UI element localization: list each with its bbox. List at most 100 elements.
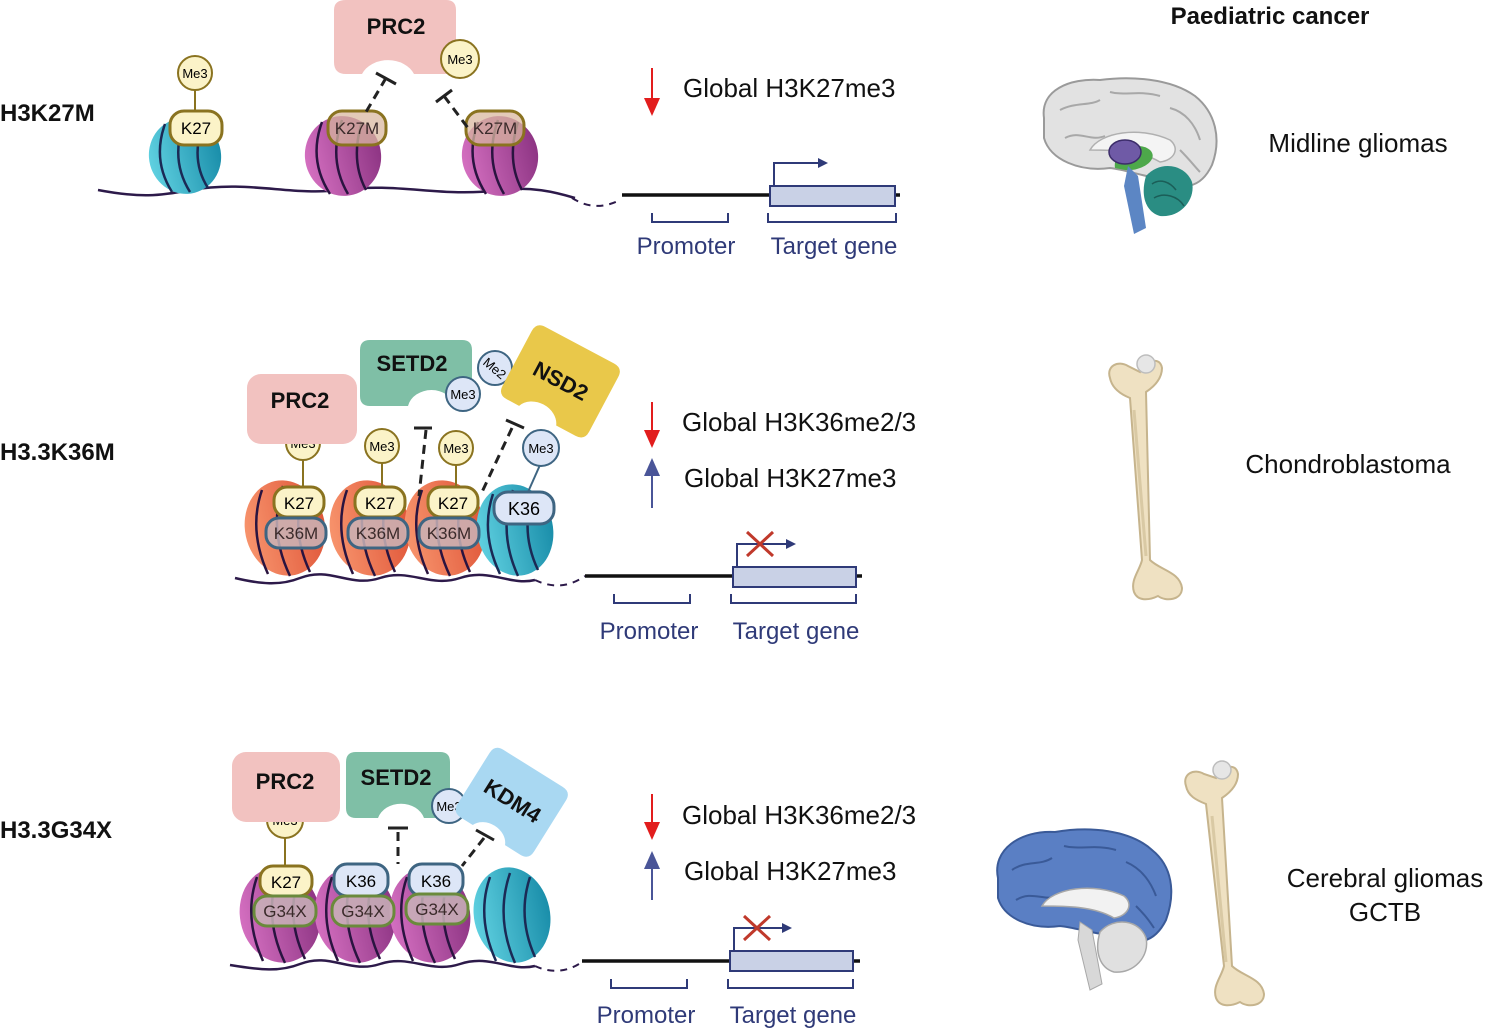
residue-label: K36	[421, 872, 451, 891]
gene-bracket	[727, 979, 854, 989]
effect-text: Global H3K27me3	[684, 463, 896, 493]
cancer-name: Cerebral gliomas	[1287, 863, 1484, 893]
inhibition-line	[364, 77, 388, 113]
residue-box	[326, 109, 388, 147]
target-gene-label: Target gene	[733, 618, 860, 645]
inhibition-line	[417, 429, 428, 497]
residue-label: K27	[438, 494, 468, 513]
residue-box	[346, 516, 410, 550]
residue-box	[464, 109, 526, 147]
row-h3k27m: H3K27M Me3 K27 K27M K27M PRC2	[0, 0, 1448, 260]
residue-label: K36M	[274, 524, 318, 543]
residue-box	[404, 892, 470, 926]
setd2-enzyme	[346, 752, 450, 818]
effect-text: Global H3K36me2/3	[682, 407, 916, 437]
effect-down-arrow	[644, 402, 660, 448]
tss-arrow	[733, 923, 792, 951]
prc2-enzyme	[247, 374, 357, 444]
dna-dashed	[534, 961, 583, 972]
nucleosome	[473, 867, 551, 964]
me3-label: Me3	[369, 439, 394, 454]
residue-box	[264, 516, 328, 550]
tss-arrow	[736, 539, 796, 567]
gene-bracket	[767, 213, 897, 223]
residue-box	[417, 516, 481, 550]
cancer-name: GCTB	[1349, 897, 1421, 927]
setd2-enzyme	[360, 340, 472, 406]
me3-label: Me3	[436, 799, 461, 814]
residue-label: K36M	[356, 524, 400, 543]
target-gene-box	[769, 185, 896, 207]
brain-midline-illustration	[1042, 77, 1218, 234]
residue-label: K27M	[335, 119, 379, 138]
femur-illustration	[1108, 354, 1184, 601]
row-h33k36m: H3.3K36M K27 K27 K27 K36M	[0, 325, 1451, 645]
row-label: H3.3K36M	[0, 439, 115, 466]
residue-label: K27	[365, 494, 395, 513]
me3-label: Me3	[528, 441, 553, 456]
me3-label: Me3	[182, 66, 207, 81]
enzyme-label: SETD2	[361, 765, 432, 790]
enzyme-label: PRC2	[271, 388, 330, 413]
dna-dashed	[534, 575, 586, 587]
residue-label: K27M	[473, 119, 517, 138]
target-gene-label: Target gene	[771, 233, 898, 260]
effect-text: Global H3K27me3	[684, 856, 896, 886]
effect-down-arrow	[644, 794, 660, 840]
inhibition-line	[480, 427, 514, 493]
residue-label: G34X	[263, 902, 306, 921]
repression-cross-icon	[745, 530, 775, 558]
me3-mark	[438, 430, 474, 466]
cancer-name: Chondroblastoma	[1245, 449, 1451, 479]
prc2-enzyme	[334, 0, 456, 74]
residue-label: K36M	[427, 524, 471, 543]
enzyme-label: PRC2	[256, 769, 315, 794]
promoter-bracket	[613, 594, 691, 604]
dna-strand	[234, 573, 536, 585]
kdm4-enzyme: KDM4	[455, 747, 568, 857]
effect-up-arrow	[644, 851, 660, 900]
dna-dashed	[571, 197, 621, 207]
residue-box	[492, 490, 556, 526]
promoter-bracket	[651, 213, 729, 223]
residue-label: K27	[284, 494, 314, 513]
effect-down-arrow	[644, 68, 660, 116]
target-gene-label: Target gene	[730, 1002, 857, 1029]
residue-label: K27	[271, 873, 301, 892]
me3-mark	[440, 39, 480, 79]
residue-box	[168, 109, 224, 147]
residue-label: G34X	[341, 902, 384, 921]
me3-label: Me3	[443, 441, 468, 456]
residue-label: K27	[181, 119, 211, 138]
promoter-label: Promoter	[600, 618, 699, 645]
target-gene-box	[729, 950, 854, 972]
row-label: H3.3G34X	[0, 817, 112, 844]
row-label: H3K27M	[0, 100, 95, 127]
femur-illustration	[1184, 760, 1266, 1007]
inhibition-line	[460, 837, 486, 867]
me3-mark	[445, 376, 481, 412]
me2-mark	[477, 350, 513, 386]
effect-text: Global H3K36me2/3	[682, 800, 916, 830]
repression-cross-icon	[742, 914, 772, 942]
promoter-label: Promoter	[597, 1002, 696, 1029]
target-gene-box	[732, 566, 857, 588]
promoter-bracket	[610, 979, 688, 989]
me3-mark	[177, 55, 213, 91]
residue-label: K36	[346, 872, 376, 891]
residue-box	[252, 894, 318, 928]
nsd2-enzyme: NSD2	[500, 325, 620, 438]
me3-label: Me3	[447, 52, 472, 67]
header-title: Paediatric cancer	[1171, 3, 1370, 30]
tss-arrow	[773, 158, 828, 186]
promoter-label: Promoter	[637, 233, 736, 260]
prc2-enzyme	[232, 752, 340, 822]
inhibition-line	[442, 95, 470, 129]
residue-label: K36	[508, 499, 540, 519]
cancer-name: Midline gliomas	[1268, 128, 1447, 158]
effect-text: Global H3K27me3	[683, 73, 895, 103]
dna-strand	[229, 959, 536, 971]
effect-up-arrow	[644, 458, 660, 508]
gene-bracket	[730, 594, 857, 604]
